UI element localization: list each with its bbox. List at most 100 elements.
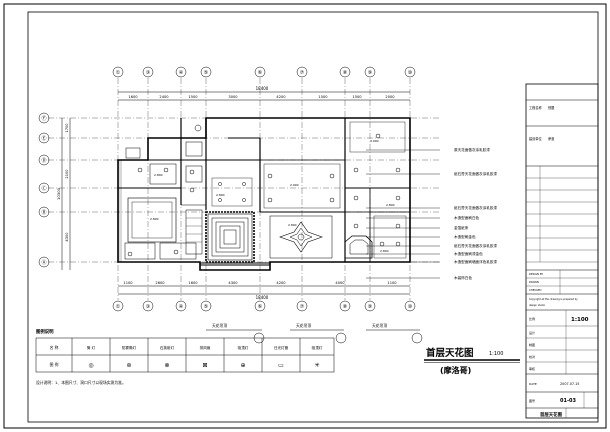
legend-symbol-label: 图 例 [50, 362, 59, 367]
room-elevations: 2.800 2.800 2.900 3.000 2.800 2.800 2.80… [150, 139, 395, 253]
bottom-dimensions: 1100 2600 1600 4300 4200 4000 1100 18400 [123, 281, 397, 300]
annotation-text: 纸石膏天花面做灰涂乳胶漆 [454, 205, 498, 210]
drawing-scale: 1:100 [489, 351, 503, 357]
bottom-dim: 4200 [276, 281, 286, 285]
row-reviewer: 审核 [529, 366, 535, 371]
axis-bubble-left-D: Ⓓ [41, 157, 46, 164]
client-value: 摩洛 [548, 136, 555, 141]
drawing-no: 01-03 [560, 398, 577, 404]
check-label: CHECKED [529, 288, 542, 292]
legend-name: 吸顶灯 [238, 345, 249, 350]
legend-name: 吸顶灯 [312, 345, 323, 350]
section-markers: 天花吊顶 天花吊顶 天花吊顶 [206, 323, 423, 344]
draw-label: DRAWN [529, 280, 539, 284]
top-dim: 1500 [352, 95, 362, 99]
top-dim: 1600 [128, 95, 138, 99]
axis-bubble-bottom-5: ⑥ [258, 304, 263, 310]
axis-bubble-left-A: Ⓐ [41, 259, 46, 266]
legend-name: 日光灯管 [274, 345, 289, 350]
axis-bubble-top-3: ④ [179, 70, 184, 76]
axis-bubble-bottom-4: ⑤ [204, 304, 208, 310]
bottom-total-dim: 18400 [256, 295, 269, 300]
date-value: 2007.07.15 [560, 382, 579, 386]
legend: 图例说明 名 称 图 例 筒 灯 防雾筒灯 石英射灯 排风扇 吸顶灯 日光灯管 … [35, 328, 335, 373]
axis-bubble-top-5: ⑥ [258, 70, 263, 76]
plan-fixtures [127, 124, 401, 257]
top-dim: 1500 [318, 95, 328, 99]
axis-bubble-bottom-9: ⑩ [408, 304, 413, 310]
left-total-dim: 10300 [56, 187, 61, 200]
room-elevation: 2.800 [380, 249, 389, 253]
project-label: 工程名称 [529, 105, 543, 110]
axis-bubble-bottom-7: ⑧ [343, 304, 348, 310]
grid-system [48, 78, 440, 300]
top-dim: 2000 [385, 95, 395, 99]
axis-bubble-top-2: ③ [146, 70, 150, 76]
outer-border [3, 3, 607, 429]
annotation-text: 金箔纸条 [454, 225, 469, 230]
copyright-text: Copyright all this drawing is prepared b… [529, 298, 578, 301]
axis-bubble-left-F: Ⓕ [41, 115, 46, 122]
axis-bubble-top-9: ⑩ [408, 70, 413, 76]
room-elevation: 2.800 [216, 193, 225, 197]
top-dim: 4200 [276, 95, 286, 99]
bottom-axis-bubbles: ① ③ ④ ⑤ ⑥ ⑦ ⑧ ⑨ ⑩ [112, 300, 416, 312]
axis-bubble-top-8: ⑨ [368, 70, 372, 76]
bottom-dim: 1100 [387, 281, 397, 285]
date-label: DATE [529, 382, 537, 386]
section-label: 天花吊顶 [296, 323, 311, 328]
drawing-subtitle: (摩洛哥) [440, 365, 471, 375]
floor-plan [117, 117, 411, 271]
axis-bubble-top-4: ⑤ [204, 70, 208, 76]
left-dimensions: 1700 2100 4300 10300 [56, 123, 69, 242]
top-axis-bubbles: ① ③ ④ ⑤ ⑥ ⑦ ⑧ ⑨ ⑩ [112, 66, 416, 78]
left-dim: 4300 [65, 232, 69, 242]
bottom-dim: 1600 [188, 281, 198, 285]
axis-bubble-left-C: Ⓒ [41, 185, 46, 192]
fluorescent-tube-icon: ▭ [278, 362, 284, 369]
copyright-text-2: design studio [529, 304, 546, 307]
axis-bubble-bottom-3: ④ [179, 304, 184, 310]
top-dim: 3000 [228, 95, 238, 99]
legend-name: 防雾筒灯 [122, 345, 137, 350]
annotation-text: 原天花面做灰涂乳胶漆 [454, 147, 490, 152]
scale-label: 比例 [529, 316, 535, 321]
chandelier-icon: ✳ [314, 362, 319, 369]
annotation-text: 木装饰白色 [454, 275, 472, 280]
room-elevation: 2.800 [150, 217, 159, 221]
axis-bubble-top-6: ⑦ [300, 70, 305, 76]
bottom-dim: 1100 [123, 281, 133, 285]
legend-name: 筒 灯 [87, 345, 96, 350]
design-note: 设计说明：1、本图尺寸、洞口尺寸以现场实测为准。 [36, 380, 126, 385]
axis-bubble-left-B: Ⓑ [41, 209, 46, 216]
left-axis-bubbles: Ⓕ Ⓔ Ⓓ Ⓒ Ⓑ Ⓐ [38, 112, 50, 268]
axis-bubble-top-7: ⑧ [343, 70, 348, 76]
exhaust-fan-icon: ⊠ [202, 362, 207, 369]
left-dim: 2100 [65, 169, 69, 179]
axis-bubble-bottom-8: ⑨ [368, 304, 372, 310]
fog-proof-downlight-icon: ⊚ [126, 362, 131, 369]
room-elevation: 2.900 [290, 183, 299, 187]
axis-bubble-top-1: ① [116, 70, 121, 76]
annotation-text: 纸石膏天花面做灰涂乳胶漆 [454, 171, 498, 176]
spotlight-icon: ⊗ [164, 362, 169, 369]
client-label: 建设单位 [529, 136, 543, 141]
annotation-text: 纸石膏天花面做灰涂乳胶漆 [454, 243, 498, 248]
axis-bubble-bottom-6: ⑦ [300, 304, 305, 310]
legend-name: 排风扇 [200, 345, 211, 350]
project-value: 别墅 [548, 105, 555, 110]
drawing-title: 首层天花图 [426, 347, 474, 359]
row-designer: 设计 [529, 330, 535, 335]
room-elevation: 3.000 [370, 139, 379, 143]
annotation-text: 木造型面刷白色 [454, 215, 480, 220]
legend-name: 石英射灯 [160, 345, 175, 350]
drawing-title-block: 首层天花图 1:100 (摩洛哥) [424, 347, 520, 375]
row-checker: 校对 [529, 354, 535, 359]
top-dim: 2400 [159, 95, 169, 99]
designer-label: DESIGN BY [529, 272, 543, 276]
row-drafter: 制图 [529, 342, 535, 347]
section-label: 天花吊顶 [372, 323, 387, 328]
bottom-dim: 2600 [155, 281, 165, 285]
section-label: 天花吊顶 [212, 323, 227, 328]
